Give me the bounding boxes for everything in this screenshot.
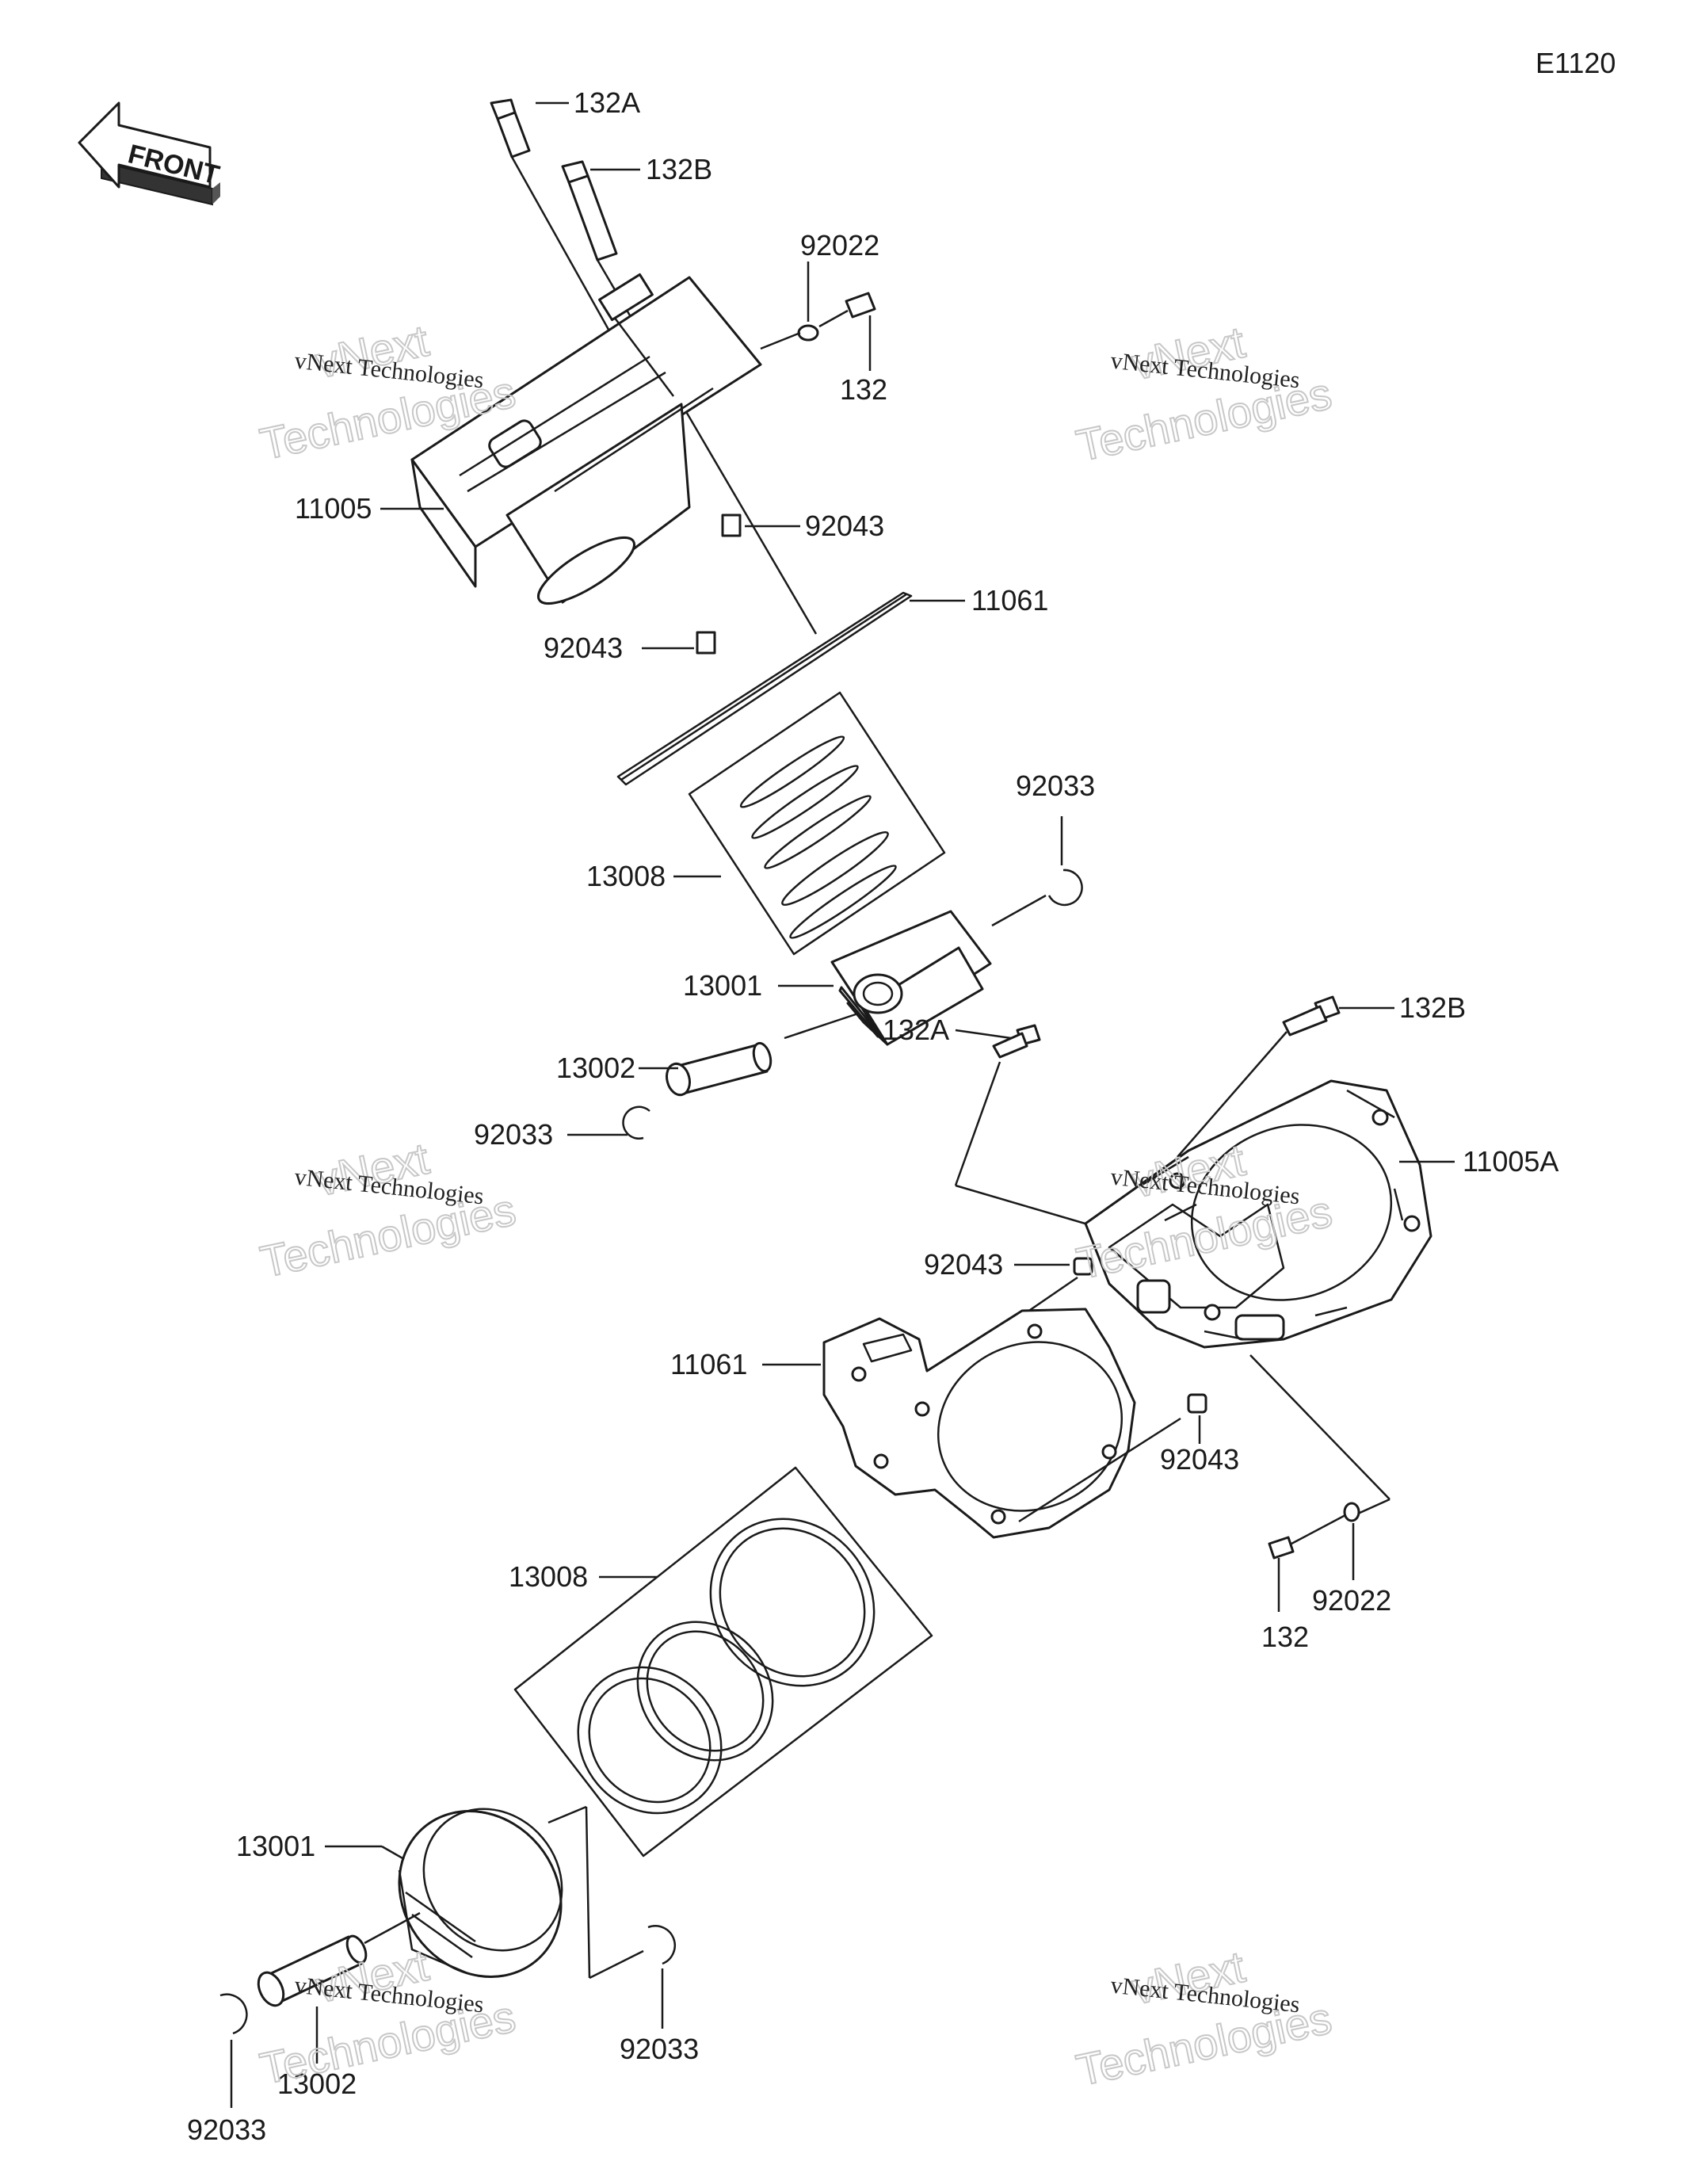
gasket-11061-bot-icon xyxy=(822,1308,1136,1539)
piston-pin-13002-top-icon xyxy=(666,1041,773,1097)
label-13002-bot: 13002 xyxy=(277,2068,357,2100)
label-13001-bot: 13001 xyxy=(236,1830,315,1862)
label-92043-a: 92043 xyxy=(805,510,884,542)
bolt-132-bot-icon xyxy=(1268,1514,1346,1560)
label-11061-bot: 11061 xyxy=(670,1348,747,1380)
bolt-132A-mid-icon xyxy=(992,1024,1041,1059)
label-132A-top: 132A xyxy=(574,86,640,119)
label-13008-top: 13008 xyxy=(586,860,666,892)
label-92043-b: 92043 xyxy=(544,632,623,664)
washer-92022-top-icon xyxy=(797,324,819,342)
front-arrow-icon: FRONT xyxy=(78,101,223,206)
circlip-92033-top-icon xyxy=(1047,869,1083,907)
circlip-92033-bot-icon xyxy=(219,1993,248,2035)
label-132B-top: 132B xyxy=(646,153,712,185)
diagram-code: E1120 xyxy=(1535,47,1616,79)
label-13008-bot: 13008 xyxy=(509,1560,588,1593)
label-11005A: 11005A xyxy=(1463,1145,1558,1178)
washer-92022-bot-icon xyxy=(1343,1502,1360,1522)
piston-13001-bot-icon xyxy=(398,1808,563,1978)
label-13002-top: 13002 xyxy=(556,1052,635,1084)
bolt-132B-right-icon xyxy=(1177,995,1341,1158)
dowel-92043-d-icon xyxy=(1187,1393,1207,1414)
circlip-92033-mid-icon xyxy=(647,1925,676,1965)
cylinder-11005-icon xyxy=(410,273,762,605)
piston-pin-13002-bot-icon xyxy=(257,1911,421,2007)
piston-rings-13008-bot-icon xyxy=(513,1466,933,1858)
label-92033-bot: 92033 xyxy=(187,2113,266,2146)
label-132-bot: 132 xyxy=(1261,1621,1309,1653)
label-92022-bot: 92022 xyxy=(1312,1584,1391,1617)
bolt-132-top-icon xyxy=(818,292,876,328)
gasket-11061-top-icon xyxy=(616,591,913,786)
dowel-92043-b-icon xyxy=(696,631,716,655)
circlip-92033-left-icon xyxy=(622,1105,650,1140)
bolt-132A-top-icon xyxy=(490,98,683,460)
label-132-top: 132 xyxy=(840,373,887,406)
cylinder-11005A-icon xyxy=(1084,1079,1432,1349)
dowel-92043-a-icon xyxy=(721,514,742,537)
label-132A-mid: 132A xyxy=(883,1014,949,1046)
piston-rings-13008-top-icon xyxy=(688,691,946,956)
label-11061-top: 11061 xyxy=(971,584,1048,617)
piston-13001-top-icon xyxy=(830,910,992,1046)
label-92043-c: 92043 xyxy=(924,1248,1003,1281)
bolt-132B-top-icon xyxy=(561,160,818,635)
label-132B-right: 132B xyxy=(1399,991,1466,1024)
label-92022-top: 92022 xyxy=(800,229,879,262)
label-92043-d: 92043 xyxy=(1160,1443,1239,1476)
label-92033-mid: 92033 xyxy=(620,2033,699,2065)
label-92033-top: 92033 xyxy=(1016,769,1095,802)
label-11005: 11005 xyxy=(295,492,372,525)
label-92033-left: 92033 xyxy=(474,1118,553,1151)
label-13001-top: 13001 xyxy=(683,969,762,1002)
dowel-92043-c-icon xyxy=(1073,1257,1093,1276)
